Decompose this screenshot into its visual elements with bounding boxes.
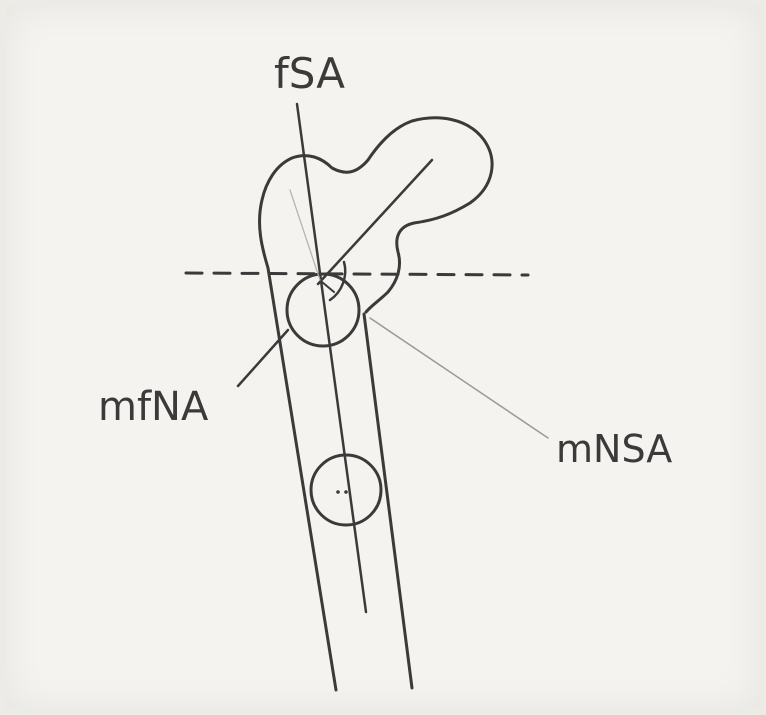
angle-tick — [322, 282, 334, 292]
femur-proximal-outline — [260, 118, 493, 312]
shaft-left-cortex — [268, 268, 336, 690]
upper-circle — [287, 274, 359, 346]
shaft-right-cortex — [364, 314, 412, 688]
dashed-reference-line — [186, 273, 528, 275]
lower-circle-dot — [336, 490, 340, 494]
mnsa-leader-line — [370, 318, 548, 438]
mfna-leader-line — [238, 330, 288, 386]
mfna-label: mfNA — [98, 384, 209, 430]
lower-circle-dot — [344, 490, 348, 494]
fsa-axis-line — [297, 104, 366, 612]
mnsa-label: mNSA — [556, 427, 672, 471]
fsa-label: fSA — [274, 49, 345, 98]
